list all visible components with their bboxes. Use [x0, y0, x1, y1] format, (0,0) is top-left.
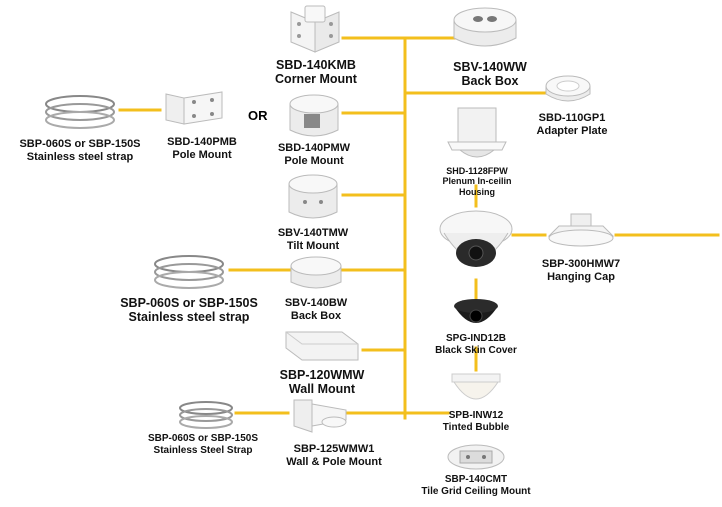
model-name: SBP-120WMW: [279, 368, 365, 382]
corner-mount-icon: [285, 4, 345, 56]
product-description: Pole Mount: [172, 148, 232, 161]
sbp-140cmt-label: SBP-140CMT Tile Grid Ceiling Mount: [400, 474, 552, 497]
product-description: Back Box: [461, 74, 519, 89]
steel-strap-icon: [176, 398, 236, 432]
product-description: Tile Grid Ceiling Mount: [421, 485, 531, 497]
strap-2-label: SBP-060S or SBP-150S Stainless steel str…: [104, 296, 274, 325]
shd-1128fpw-label: SHD-1128FPW Plenum In-ceilin Housing: [424, 166, 530, 197]
sbd-110gp1-label: SBD-110GP1 Adapter Plate: [524, 112, 620, 137]
wall-mount-icon: [282, 326, 364, 366]
adapter-plate-icon: [543, 70, 593, 110]
pole-mount-icon: [162, 88, 226, 130]
black-skin-cover-icon: [450, 296, 502, 334]
model-name: SPG-IND12B: [445, 333, 506, 344]
steel-strap-icon: [150, 252, 228, 292]
product-description: Hanging Cap: [547, 270, 615, 283]
model-name: SBD-140KMB: [276, 58, 356, 72]
sbd-140kmb-label: SBD-140KMB Corner Mount: [258, 58, 374, 87]
spb-inw12-label: SPB-INW12 Tinted Bubble: [420, 410, 532, 433]
product-description: Tilt Mount: [286, 239, 340, 252]
plenum-housing-icon: [444, 104, 510, 164]
model-name: SPB-INW12: [448, 410, 504, 421]
sbp-125wmw1-label: SBP-125WMW1 Wall & Pole Mount: [272, 443, 396, 468]
product-description: Housing: [459, 186, 495, 197]
sbv-140ww-label: SBV-140WW Back Box: [440, 60, 540, 89]
sbp-120wmw-label: SBP-120WMW Wall Mount: [266, 368, 378, 397]
product-description: Stainless steel strap: [26, 150, 134, 163]
product-description: Adapter Plate: [536, 124, 608, 137]
dome-camera-icon: [438, 205, 514, 280]
model-name: SBP-060S or SBP-150S: [19, 138, 141, 150]
model-name: SBP-300HMW7: [541, 258, 621, 270]
or-label: OR: [248, 108, 268, 123]
product-description: Wall Mount: [288, 382, 356, 397]
sbd-140pmw-label: SBD-140PMW Pole Mount: [264, 142, 364, 167]
model-name: SBV-140BW: [284, 297, 348, 309]
model-name: SBP-060S or SBP-150S: [147, 433, 259, 444]
product-description: Wall & Pole Mount: [286, 455, 382, 468]
hanging-cap-icon: [545, 212, 617, 254]
model-name: SBP-060S or SBP-150S: [120, 296, 258, 310]
strap-3-label: SBP-060S or SBP-150S Stainless Steel Str…: [128, 433, 278, 456]
model-name: SBD-140PMB: [167, 136, 237, 148]
model-name: SHD-1128FPW: [446, 166, 508, 176]
sbv-140tmw-label: SBV-140TMW Tilt Mount: [260, 227, 366, 252]
back-box-icon: [287, 254, 345, 294]
strap-1-label: SBP-060S or SBP-150S Stainless steel str…: [5, 138, 155, 163]
wall-pole-mount-icon: [290, 396, 350, 438]
model-name: SBV-140TMW: [277, 227, 349, 239]
product-description: Plenum In-ceilin: [442, 176, 512, 187]
tilt-mount-icon: [283, 172, 343, 224]
model-name: SBP-140CMT: [444, 474, 508, 485]
tile-grid-mount-icon: [444, 440, 508, 474]
product-description: Tinted Bubble: [442, 421, 510, 433]
sbv-140bw-label: SBV-140BW Back Box: [266, 297, 366, 322]
model-name: SBD-110GP1: [538, 112, 606, 124]
model-name: SBD-140PMW: [277, 142, 351, 154]
back-box-icon: [450, 6, 520, 54]
product-description: Back Box: [290, 309, 342, 322]
product-description: Pole Mount: [284, 154, 344, 167]
sbp-300hmw7-label: SBP-300HMW7 Hanging Cap: [528, 258, 634, 283]
product-description: Stainless steel strap: [128, 310, 250, 325]
product-description: Corner Mount: [275, 72, 357, 87]
pole-mount-box-icon: [284, 92, 344, 142]
model-name: SBV-140WW: [453, 60, 527, 74]
spg-ind12b-label: SPG-IND12B Black Skin Cover: [420, 333, 532, 356]
product-description: Stainless Steel Strap: [153, 444, 253, 456]
sbd-140pmb-label: SBD-140PMB Pole Mount: [150, 136, 254, 161]
product-description: Black Skin Cover: [435, 344, 517, 356]
steel-strap-icon: [40, 92, 120, 132]
model-name: SBP-125WMW1: [293, 443, 375, 455]
tinted-bubble-icon: [448, 372, 504, 408]
